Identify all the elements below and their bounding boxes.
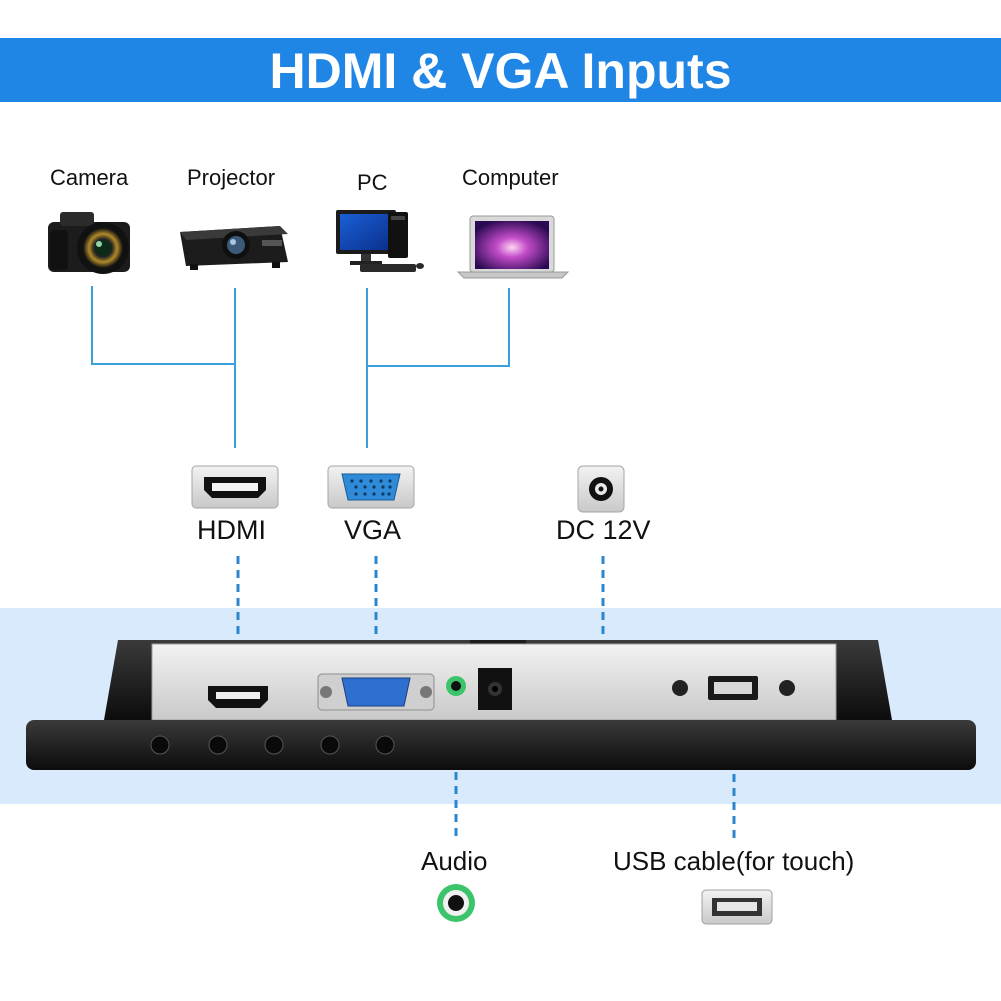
hdmi-port-icon [191,465,279,509]
panel-hdmi-port [208,686,268,708]
panel-dc-jack [478,668,512,710]
source-label-projector: Projector [187,165,276,190]
source-label-computer: Computer [462,165,559,190]
projector-icon [180,226,288,270]
panel-usb-port [672,676,795,700]
dc-jack-icon [577,465,625,513]
port-label-dc: DC 12V [556,515,651,545]
port-label-hdmi: HDMI [197,515,266,545]
port-label-audio: Audio [421,846,488,876]
usb-port-icon [701,889,773,925]
port-label-vga: VGA [344,515,402,545]
vga-port-icon [327,465,415,509]
title-banner: HDMI & VGA Inputs [0,38,1001,102]
desktop-pc-icon [336,210,424,272]
port-label-usb: USB cable(for touch) [613,846,855,876]
page-title: HDMI & VGA Inputs [269,43,732,99]
audio-jack-icon [437,884,475,922]
source-label-pc: PC [357,170,388,195]
source-connectors [91,286,510,448]
panel-audio-jack [446,676,466,696]
panel-vga-port [317,673,435,711]
laptop-icon [456,215,570,279]
camera-icon [48,212,130,274]
source-label-camera: Camera [50,165,129,190]
